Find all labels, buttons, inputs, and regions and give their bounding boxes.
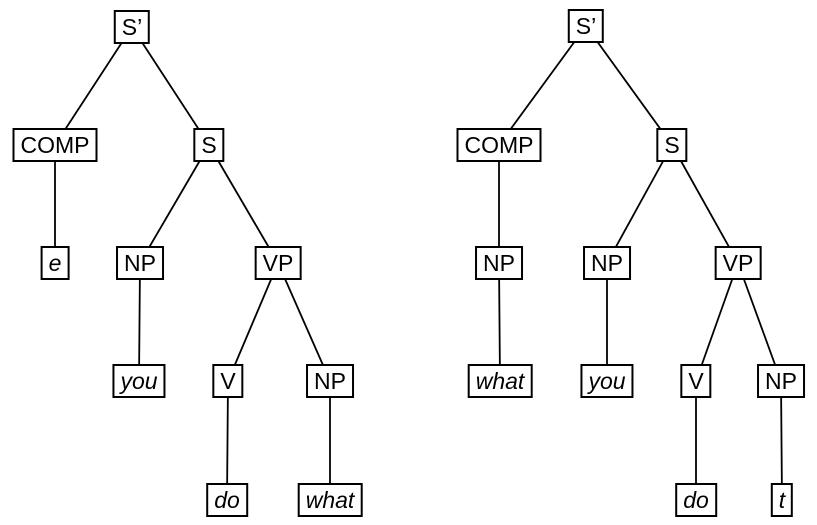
left-tree-edge-s-vp <box>208 144 279 264</box>
right-tree-node-np-obj: NP <box>757 364 805 398</box>
left-tree-edge-sbar-s <box>131 26 210 146</box>
left-tree-node-what: what <box>297 483 363 517</box>
right-tree-node-np-comp: NP <box>475 246 523 280</box>
left-tree-node-you: you <box>112 364 166 398</box>
right-tree-node-what: what <box>467 364 533 398</box>
left-tree-node-np-obj: NP <box>306 364 354 398</box>
right-tree-node-np-subj: NP <box>583 246 631 280</box>
left-tree-edge-v-do <box>226 380 229 501</box>
right-tree-edge-s-vp <box>671 144 739 264</box>
right-tree-node-sbar: S’ <box>567 9 605 43</box>
left-tree-edge-vp-v <box>227 262 279 382</box>
right-tree-node-comp: COMP <box>456 128 542 162</box>
left-tree-node-s: S <box>193 128 225 162</box>
left-tree-edge-sbar-comp <box>54 26 133 146</box>
right-tree-edge-sbar-comp <box>498 25 587 146</box>
right-tree-node-you: you <box>580 364 634 398</box>
left-tree-node-e: e <box>40 246 70 280</box>
left-tree-edge-s-np-subj <box>139 144 210 264</box>
right-tree-node-s: S <box>656 128 688 162</box>
right-tree-edge-vp-np-obj <box>737 262 782 382</box>
left-tree-node-np-subj: NP <box>116 246 164 280</box>
right-tree-edge-sbar-s <box>585 25 673 146</box>
right-tree-edge-vp-v <box>695 262 739 382</box>
left-tree-node-do: do <box>206 483 248 517</box>
right-tree-node-vp: VP <box>714 246 762 280</box>
right-tree-edge-np-comp-what <box>498 262 501 382</box>
right-tree-edge-np-obj-t <box>780 380 783 501</box>
right-tree-edge-s-np-subj <box>606 144 673 264</box>
right-tree-node-t: t <box>770 483 794 517</box>
left-tree-edge-np-subj-you <box>138 262 141 382</box>
left-tree-node-vp: VP <box>254 246 302 280</box>
left-tree-node-sbar: S’ <box>113 10 151 44</box>
left-tree-node-comp: COMP <box>12 128 98 162</box>
right-tree-node-do: do <box>675 483 717 517</box>
left-tree-node-v: V <box>212 364 244 398</box>
left-tree-edge-vp-np-obj <box>277 262 331 382</box>
right-tree-node-v: V <box>680 364 712 398</box>
